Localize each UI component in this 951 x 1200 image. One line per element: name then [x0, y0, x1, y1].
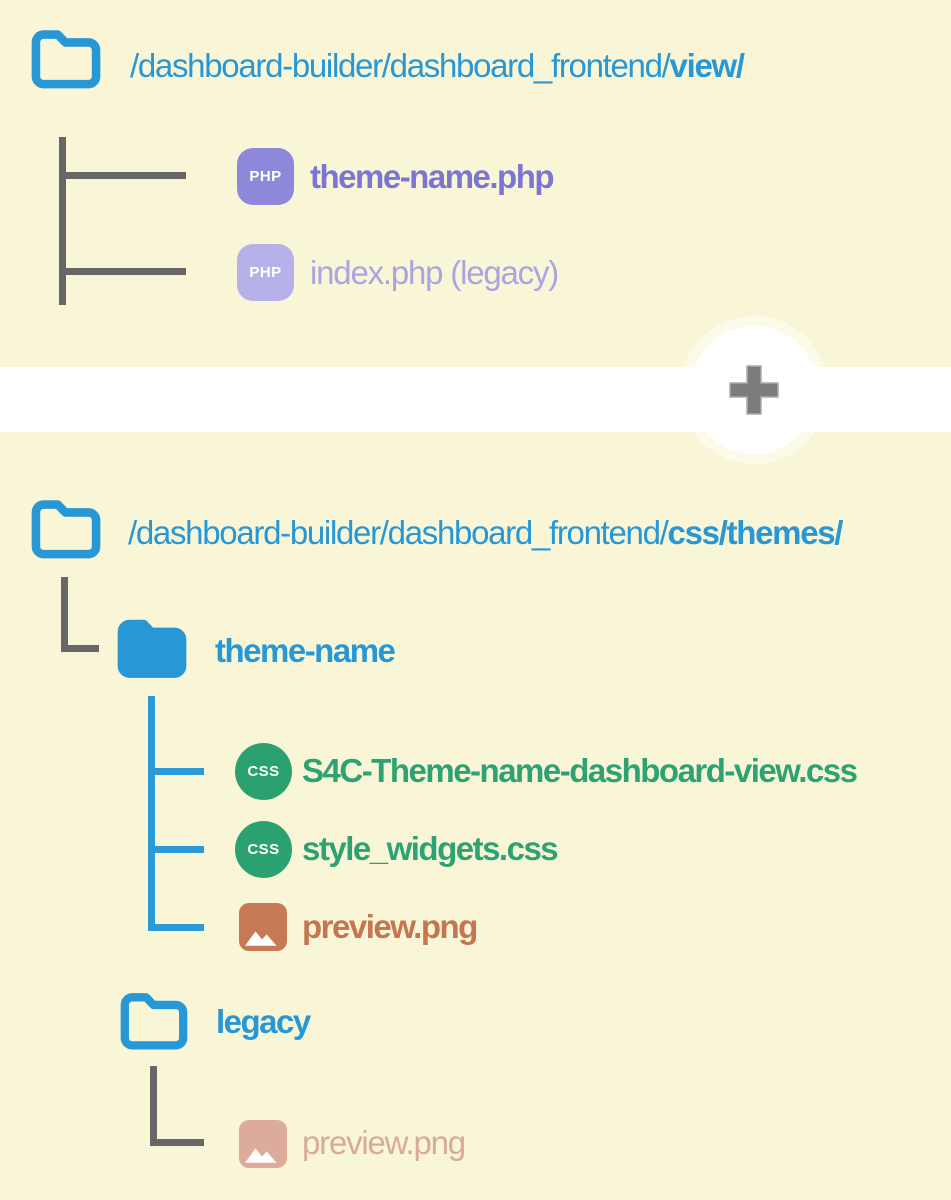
elbow-vertical-legacy — [150, 1066, 157, 1146]
file-label-style-widgets: style_widgets.css — [302, 830, 559, 867]
folder-label-theme-name: theme-name — [215, 632, 396, 669]
image-file-icon-faded — [239, 1120, 287, 1168]
root-folder-themes-icon — [31, 500, 101, 559]
root-path-view-bold: view/ — [669, 47, 746, 84]
tree-line-branch-png — [148, 924, 204, 931]
file-label-index-php: index.php (legacy) — [310, 254, 559, 291]
php-icon-label: PHP — [249, 264, 282, 281]
root-path-themes: /dashboard-builder/dashboard_frontend/cs… — [128, 514, 844, 552]
image-file-icon — [239, 903, 287, 951]
file-label-theme-name-php: theme-name.php — [310, 158, 555, 195]
tree-line-branch-1 — [59, 172, 186, 179]
elbow-horizontal-legacy — [150, 1139, 204, 1146]
mountains-glyph — [245, 931, 277, 946]
file-label-s4c-css: S4C-Theme-name-dashboard-view.css — [302, 752, 858, 789]
root-path-themes-bold: css/themes/ — [667, 514, 844, 551]
plus-icon — [729, 365, 779, 415]
root-path-view-prefix: /dashboard-builder/dashboard_frontend/ — [130, 47, 671, 84]
file-label-preview-png: preview.png — [302, 908, 478, 945]
tree-line-branch-css2 — [148, 846, 204, 853]
root-folder-view-icon — [31, 30, 101, 89]
php-file-icon: PHP — [237, 148, 294, 205]
file-label-preview-png-legacy: preview.png — [302, 1124, 466, 1161]
tree-line-branch-css1 — [148, 768, 204, 775]
css-icon-label: CSS — [247, 763, 280, 780]
css-file-icon: CSS — [235, 821, 292, 878]
elbow-horizontal-theme — [61, 645, 99, 652]
tree-line-vertical-top — [59, 137, 66, 305]
tree-line-branch-2 — [59, 268, 186, 275]
plus-circle — [690, 326, 818, 454]
php-file-icon-faded: PHP — [237, 244, 294, 301]
css-icon-label: CSS — [247, 841, 280, 858]
theme-name-folder-icon — [117, 619, 187, 678]
legacy-folder-icon — [120, 993, 188, 1050]
mountains-glyph — [245, 1148, 277, 1163]
root-path-view: /dashboard-builder/dashboard_frontend/vi… — [130, 47, 746, 85]
elbow-vertical-theme — [61, 577, 68, 652]
tree-line-vertical-blue — [148, 696, 155, 931]
css-file-icon: CSS — [235, 743, 292, 800]
php-icon-label: PHP — [249, 168, 282, 185]
root-path-themes-prefix: /dashboard-builder/dashboard_frontend/ — [128, 514, 669, 551]
folder-label-legacy: legacy — [216, 1003, 311, 1040]
